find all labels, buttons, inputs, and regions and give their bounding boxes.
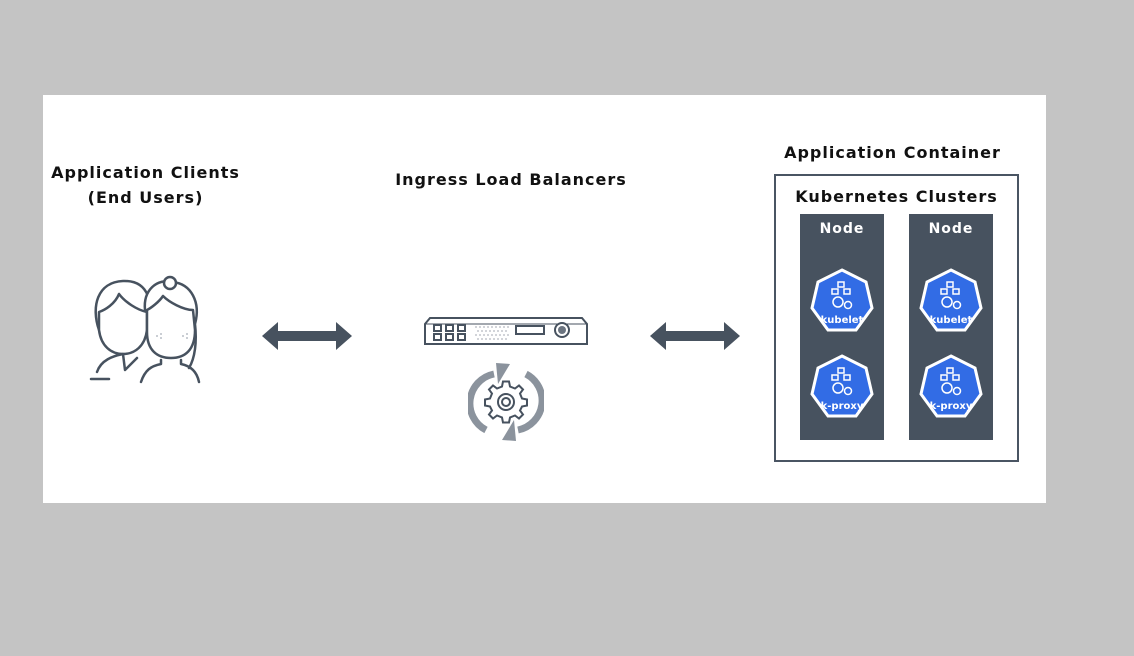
kubernetes-cluster-box: Kubernetes Clusters Node kubelet k-proxy… [774, 174, 1019, 462]
kubelet-label: kubelet [821, 315, 864, 326]
kubelet-icon: kubelet [919, 268, 983, 332]
bidirectional-arrow-right [650, 322, 740, 350]
bidirectional-arrow-left [262, 322, 352, 350]
ingress-title: Ingress Load Balancers [395, 170, 627, 189]
clients-title-line1: Application Clients [51, 163, 240, 182]
node-1: Node kubelet k-proxy [800, 214, 884, 440]
k-proxy-icon: k-proxy [810, 354, 874, 418]
cluster-title: Kubernetes Clusters [795, 187, 998, 206]
k-proxy-label: k-proxy [821, 401, 864, 412]
node-2: Node kubelet k-proxy [909, 214, 993, 440]
kubelet-icon: kubelet [810, 268, 874, 332]
kubelet-label: kubelet [930, 315, 973, 326]
server-icon [424, 317, 588, 345]
sync-gear-icon [468, 363, 544, 441]
k-proxy-icon: k-proxy [919, 354, 983, 418]
k-proxy-label: k-proxy [930, 401, 973, 412]
clients-title: Application Clients (End Users) [43, 160, 248, 210]
clients-title-line2: (End Users) [87, 188, 204, 207]
node-title: Node [819, 221, 865, 237]
container-title: Application Container [784, 143, 1001, 162]
node-title: Node [928, 221, 974, 237]
users-icon [89, 275, 201, 384]
